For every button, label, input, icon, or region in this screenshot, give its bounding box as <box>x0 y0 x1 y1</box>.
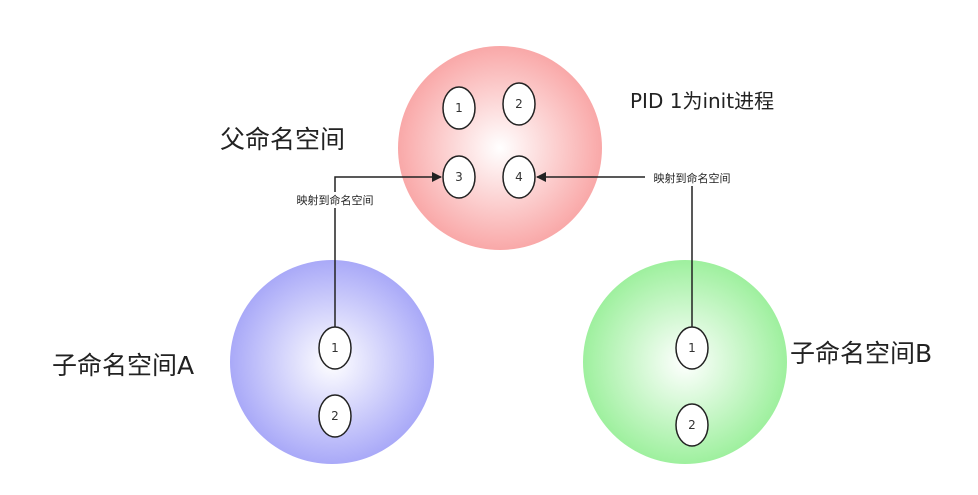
child-b-namespace-title: 子命名空间B <box>790 339 932 368</box>
child-a-process-node-2 <box>318 394 352 438</box>
child-b-process-label-2: 2 <box>688 418 696 432</box>
parent-process-node-4 <box>502 155 536 199</box>
pid-note: PID 1为init进程 <box>630 89 774 113</box>
child-a-process-label-1: 1 <box>331 341 339 355</box>
parent-process-node-3 <box>442 155 476 199</box>
parent-namespace-title: 父命名空间 <box>220 125 345 154</box>
mapping-label-right-bg <box>645 170 739 186</box>
mapping-label-left-bg <box>288 192 382 208</box>
mapping-label-right: 映射到命名空间 <box>654 171 731 185</box>
mapping-connector-a <box>334 172 442 327</box>
parent-namespace-blob <box>398 46 602 250</box>
parent-process-label-1: 1 <box>455 101 463 115</box>
child-b-process-label-1: 1 <box>688 341 696 355</box>
parent-process-node-2 <box>502 82 536 126</box>
child-a-process-node-1 <box>318 326 352 370</box>
parent-process-node-1 <box>442 86 476 130</box>
parent-process-label-3: 3 <box>455 170 463 184</box>
child-a-namespace-title: 子命名空间A <box>52 351 194 380</box>
parent-process-label-2: 2 <box>515 97 523 111</box>
child-a-process-label-2: 2 <box>331 409 339 423</box>
child-b-process-node-1 <box>675 326 709 370</box>
child-b-process-node-2 <box>675 403 709 447</box>
mapping-label-left: 映射到命名空间 <box>297 193 374 207</box>
parent-process-label-4: 4 <box>515 170 523 184</box>
